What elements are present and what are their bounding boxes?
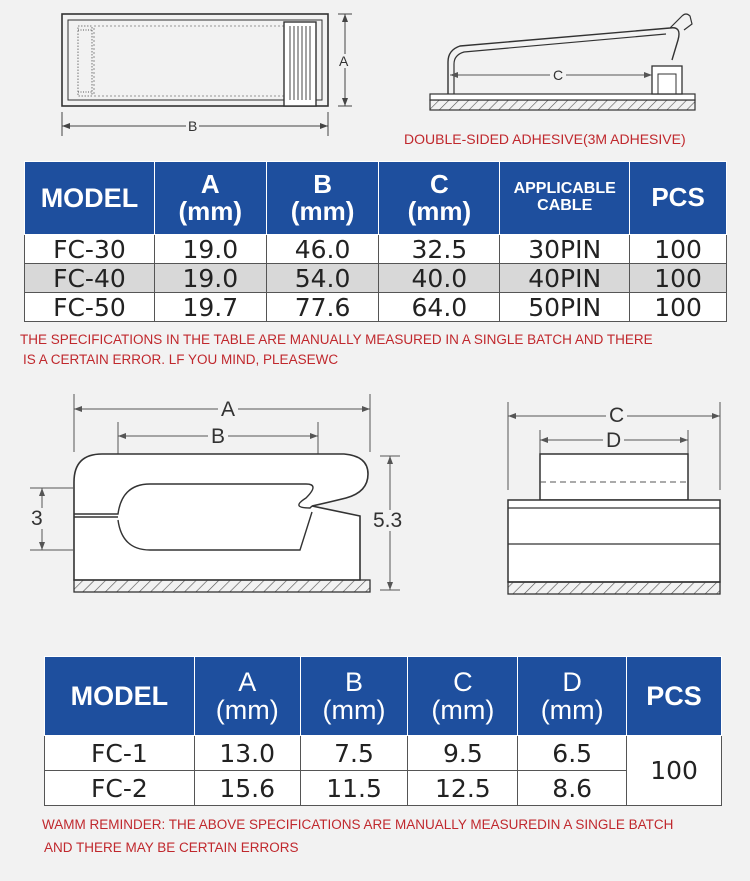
header-a: A(mm) — [193, 656, 301, 736]
front-label-d: D — [603, 430, 625, 451]
cell-b: 54.0 — [265, 263, 380, 293]
cell-b: 11.5 — [299, 770, 409, 806]
cell-pcs: 100 — [629, 292, 727, 322]
cell-model: FC-30 — [24, 234, 155, 264]
table-header-row: MODEL A(mm) B(mm) C(mm) D(mm) PCS — [44, 656, 722, 736]
clip-label-5-3: 5.3 — [372, 509, 404, 532]
table-row: FC-1 13.0 7.5 9.5 6.5 100 — [44, 735, 722, 806]
cell-c: 12.5 — [407, 770, 519, 806]
cell-c: 32.5 — [378, 234, 501, 264]
cell-b: 77.6 — [265, 292, 380, 322]
header-model: MODEL — [24, 161, 155, 235]
cell-model: FC-40 — [24, 263, 155, 293]
side-view-drawing — [429, 13, 696, 111]
header-model: MODEL — [44, 656, 195, 736]
cell-a: 19.7 — [153, 292, 267, 322]
clip-front-drawing — [507, 402, 721, 595]
table-row: FC-2 15.6 11.5 12.5 8.6 — [44, 770, 722, 806]
clip-label-b: B — [208, 426, 229, 447]
table1-note-line1: THE SPECIFICATIONS IN THE TABLE ARE MANU… — [20, 332, 653, 347]
cell-c: 9.5 — [407, 735, 519, 771]
table2-note: WAMM REMINDER: THE ABOVE SPECIFICATIONS … — [42, 817, 674, 856]
cell-a: 13.0 — [193, 735, 301, 771]
clip-profile-drawing — [30, 394, 400, 593]
top-view-drawing — [61, 13, 352, 136]
header-d: D(mm) — [517, 656, 628, 736]
top-view-label-a: A — [338, 53, 350, 69]
cell-model: FC-50 — [24, 292, 155, 322]
clip-label-a: A — [218, 399, 239, 420]
cell-cable: 50PIN — [499, 292, 631, 322]
cell-d: 6.5 — [517, 735, 628, 771]
spec-table-fc-clip: MODEL A(mm) B(mm) C(mm) D(mm) PCS FC-1 1… — [44, 656, 722, 806]
top-view-label-b: B — [186, 118, 200, 134]
cell-b: 7.5 — [299, 735, 409, 771]
cell-a: 19.0 — [153, 234, 267, 264]
cell-pcs: 100 — [629, 234, 727, 264]
cell-pcs: 100 — [626, 735, 722, 806]
header-b: B(mm) — [265, 161, 380, 235]
adhesive-note: DOUBLE-SIDED ADHESIVE(3M ADHESIVE) — [404, 131, 686, 147]
header-b: B(mm) — [299, 656, 409, 736]
header-pcs: PCS — [626, 656, 722, 736]
header-pcs: PCS — [629, 161, 727, 235]
cell-pcs: 100 — [629, 263, 727, 293]
table2-note-line2: AND THERE MAY BE CERTAIN ERRORS — [44, 839, 299, 855]
header-a: A(mm) — [153, 161, 267, 235]
cell-model: FC-1 — [44, 735, 195, 771]
front-label-c: C — [606, 405, 628, 426]
cell-cable: 30PIN — [499, 234, 631, 264]
header-c: C(mm) — [378, 161, 501, 235]
table2-note-line1: WAMM REMINDER: THE ABOVE SPECIFICATIONS … — [42, 817, 674, 832]
header-c: C(mm) — [407, 656, 519, 736]
table1-note-line2: IS A CERTAIN ERROR. LF YOU MIND, PLEASEW… — [23, 351, 339, 367]
cell-d: 8.6 — [517, 770, 628, 806]
cell-cable: 40PIN — [499, 263, 631, 293]
cell-a: 19.0 — [153, 263, 267, 293]
clip-label-3: 3 — [30, 507, 44, 530]
side-view-label-c: C — [550, 68, 567, 82]
cell-b: 46.0 — [265, 234, 380, 264]
cell-c: 40.0 — [378, 263, 501, 293]
table-row: FC-40 19.0 54.0 40.0 40PIN 100 — [24, 263, 727, 293]
table-row: FC-50 19.7 77.6 64.0 50PIN 100 — [24, 292, 727, 322]
table1-note: THE SPECIFICATIONS IN THE TABLE ARE MANU… — [20, 332, 653, 368]
cell-c: 64.0 — [378, 292, 501, 322]
cell-model: FC-2 — [44, 770, 195, 806]
cell-a: 15.6 — [193, 770, 301, 806]
table-row: FC-30 19.0 46.0 32.5 30PIN 100 — [24, 234, 727, 264]
